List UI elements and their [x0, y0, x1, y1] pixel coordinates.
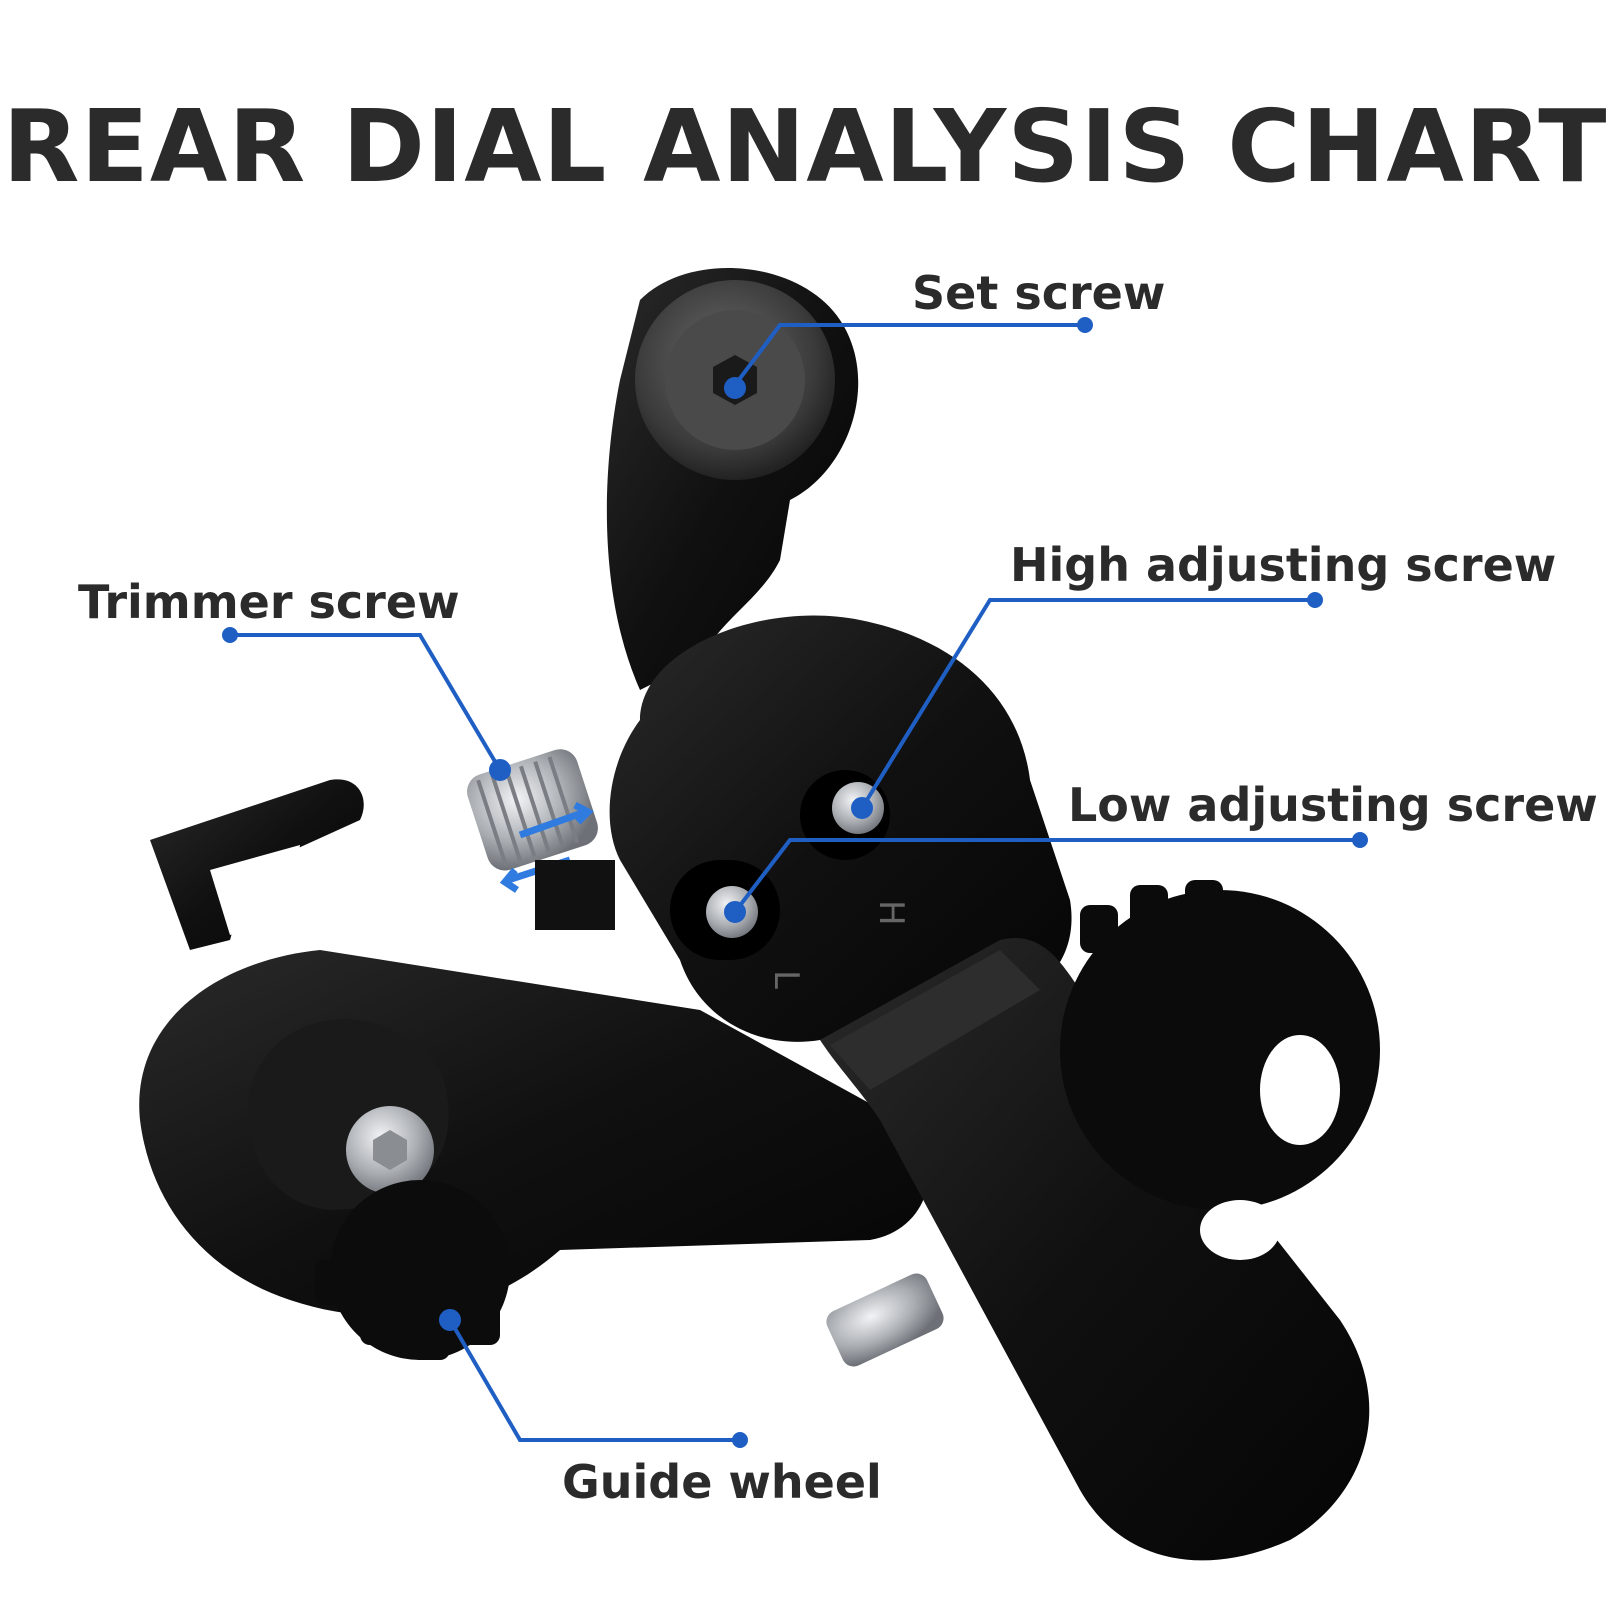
- svg-text:H: H: [871, 900, 911, 926]
- leader-line-guide-wheel: [448, 1318, 740, 1442]
- label-high-adjusting-screw: High adjusting screw: [1010, 538, 1557, 592]
- label-set-screw: Set screw: [912, 266, 1166, 320]
- svg-text:L: L: [766, 970, 806, 989]
- label-trimmer-screw: Trimmer screw: [78, 575, 460, 629]
- leader-line-set-screw: [733, 323, 1085, 387]
- rotation-arrow-icon: [518, 801, 594, 839]
- leader-line-high-adjusting-screw: [860, 598, 1315, 810]
- chart-title: REAR DIAL ANALYSIS CHART: [2, 88, 1608, 205]
- label-low-adjusting-screw: Low adjusting screw: [1068, 778, 1598, 832]
- b-tension-bolt: [826, 1273, 944, 1367]
- upper-pulley: [1060, 880, 1380, 1210]
- leader-line-trimmer-screw: [230, 633, 502, 772]
- guide-wheel: [315, 1180, 510, 1360]
- front-plate: [820, 938, 1370, 1561]
- label-guide-wheel: Guide wheel: [562, 1455, 882, 1509]
- leader-line-low-adjusting-screw: [733, 838, 1360, 914]
